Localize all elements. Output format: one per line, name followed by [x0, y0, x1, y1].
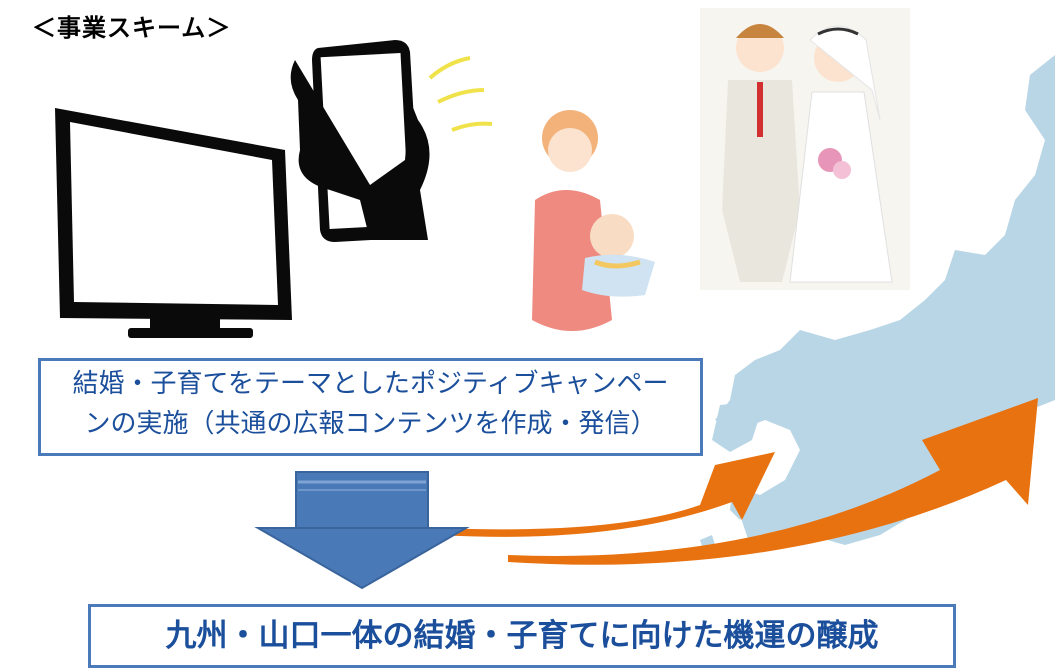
page-title: ＜事業スキーム＞ — [32, 14, 232, 42]
campaign-line-2: ンの実施（共通の広報コンテンツを作成・発信） — [84, 409, 657, 439]
campaign-box — [38, 358, 703, 456]
result-text: 九州・山口一体の結婚・子育てに向けた機運の醸成 — [165, 618, 879, 654]
campaign-text: 結婚・子育てをテーマとしたポジティブキャンペー ンの実施（共通の広報コンテンツを… — [38, 364, 703, 444]
result-box — [88, 604, 956, 668]
campaign-line-1: 結婚・子育てをテーマとしたポジティブキャンペー — [72, 369, 669, 399]
